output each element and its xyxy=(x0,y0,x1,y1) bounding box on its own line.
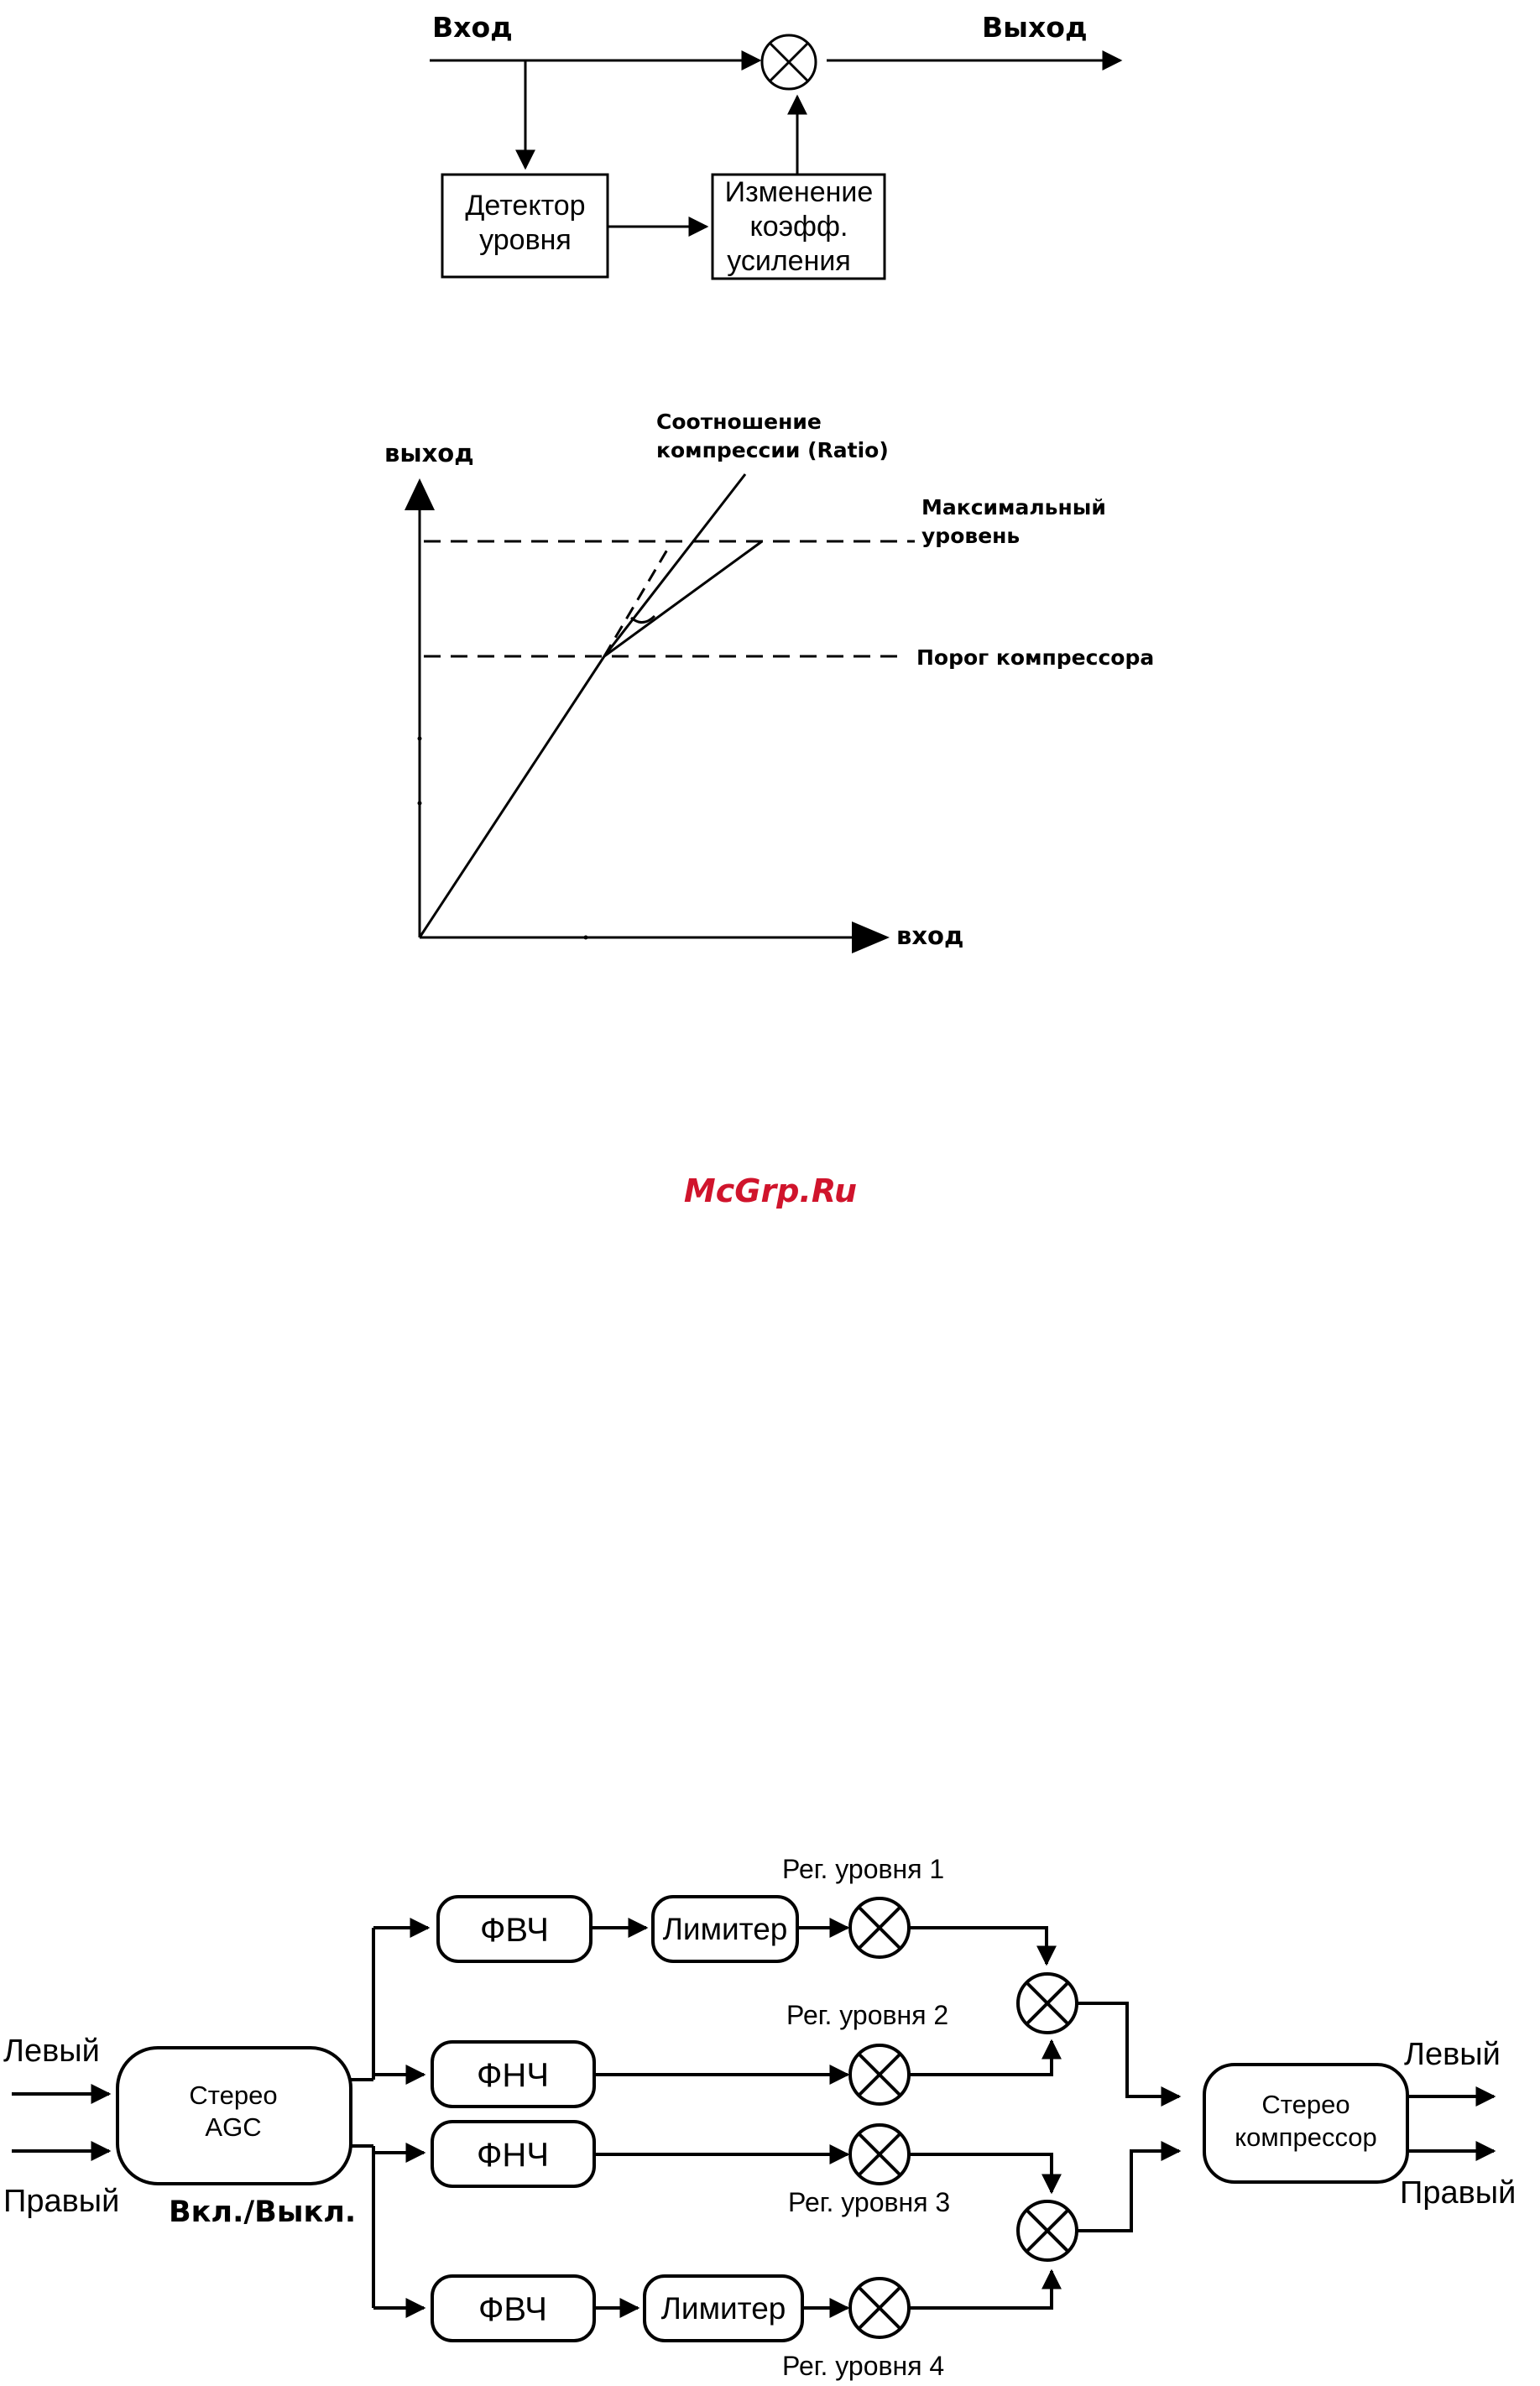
lpf-band2-label: ФНЧ xyxy=(477,2057,549,2094)
compressor-transfer-graph: выход вход Соотношение компрессии (Ratio… xyxy=(384,410,1154,953)
y-axis-label: выход xyxy=(384,439,474,467)
compressed-segment xyxy=(604,541,762,656)
y-axis-arrow-icon xyxy=(405,478,435,510)
agc-label-1: Стерео xyxy=(189,2081,277,2110)
level4-label: Рег. уровня 4 xyxy=(782,2351,944,2381)
hpf-band4-label: ФВЧ xyxy=(478,2291,547,2328)
hpf-band1-label: ФВЧ xyxy=(480,1912,549,1949)
level4-multiplier-icon xyxy=(850,2279,909,2337)
threshold-label: Порог компрессора xyxy=(916,645,1154,670)
mixer-right-to-compressor xyxy=(1077,2151,1179,2231)
right-mixer-icon xyxy=(1018,2201,1077,2260)
output-label: Выход xyxy=(982,11,1088,44)
y-axis-tick xyxy=(418,737,422,741)
right-input-label: Правый xyxy=(3,2184,119,2219)
ratio-line xyxy=(604,474,745,656)
y-axis-tick xyxy=(418,801,422,806)
left-output-label: Левый xyxy=(1404,2037,1501,2072)
left-mixer-icon xyxy=(1018,1974,1077,2033)
max-level-label-1: Максимальный xyxy=(921,495,1106,519)
input-label: Вход xyxy=(432,11,513,44)
limiter-band1-label: Лимитер xyxy=(663,1912,788,1946)
linear-segment xyxy=(420,656,604,937)
multiplier-icon xyxy=(762,35,816,89)
compressor-label-1: Стерео xyxy=(1261,2090,1349,2119)
lpf-band3-label: ФНЧ xyxy=(477,2137,549,2174)
agc-block-diagram: Вход Выход Детектор уровня Изменение коэ… xyxy=(430,11,1120,279)
watermark-logo: McGrp.Ru xyxy=(684,1172,857,1209)
agc-label-2: AGC xyxy=(205,2112,261,2142)
mixer-left-to-compressor xyxy=(1077,2003,1179,2096)
level3-multiplier-icon xyxy=(850,2125,909,2184)
x-axis-arrow-icon xyxy=(852,922,890,953)
compressor-label-2: компрессор xyxy=(1235,2122,1377,2152)
level2-multiplier-icon xyxy=(850,2045,909,2104)
detector-label-2: уровня xyxy=(479,224,572,256)
detector-label-1: Детектор xyxy=(465,190,585,222)
x-axis-label: вход xyxy=(896,922,963,950)
ratio-label-1: Соотношение xyxy=(656,410,822,434)
gain-label-3: усиления xyxy=(727,245,851,277)
gain-label-1: Изменение xyxy=(725,176,874,208)
processing-system-diagram: Левый Правый Стерео AGC Вкл./Выкл. ФВЧ Л… xyxy=(3,1854,1516,2381)
uncompressed-extension xyxy=(604,546,670,656)
limiter-band4-label: Лимитер xyxy=(661,2291,786,2326)
left-input-label: Левый xyxy=(3,2034,100,2069)
level1-label: Рег. уровня 1 xyxy=(782,1854,944,1884)
x-axis-tick xyxy=(584,936,588,940)
max-level-label-2: уровень xyxy=(921,524,1020,548)
level2-label: Рег. уровня 2 xyxy=(786,2000,948,2030)
ratio-label-2: компрессии (Ratio) xyxy=(656,438,889,462)
right-output-label: Правый xyxy=(1400,2175,1516,2211)
agc-switch-label: Вкл./Выкл. xyxy=(169,2195,356,2229)
gain-label-2: коэфф. xyxy=(750,211,848,243)
level4-to-mixer-right xyxy=(909,2271,1052,2308)
level3-label: Рег. уровня 3 xyxy=(788,2187,950,2217)
level1-multiplier-icon xyxy=(850,1898,909,1957)
level2-to-mixer-left xyxy=(909,2041,1052,2075)
level1-to-mixer-left xyxy=(909,1928,1047,1964)
